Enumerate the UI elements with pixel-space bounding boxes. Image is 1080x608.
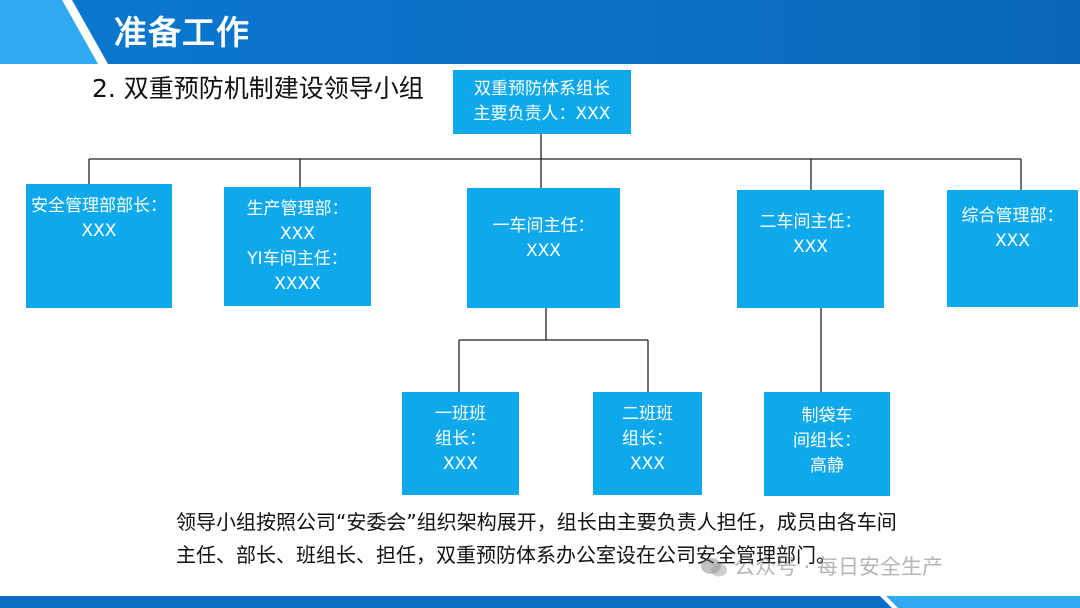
org-node-team-2-line-2: 组长： — [622, 429, 673, 449]
org-node-team-2-line-1: 二班班 — [622, 404, 673, 424]
description-line-1: 领导小组按照公司“安委会”组织架构展开，组长由主要负责人担任，成员由各车间 — [176, 510, 897, 534]
org-node-general-dept-line-1: 综合管理部： — [961, 206, 1064, 226]
org-node-bag-workshop-team-line-2: 间组长： — [793, 431, 861, 451]
org-node-workshop-2-line-2: XXX — [793, 237, 828, 257]
org-node-bag-workshop-team: 制袋车 间组长： 高静 — [764, 392, 890, 496]
org-node-workshop-2-line-1: 二车间主任： — [759, 212, 862, 232]
org-node-workshop-1: 一车间主任： XXX — [467, 188, 620, 308]
org-node-general-dept: 综合管理部： XXX — [947, 190, 1078, 307]
org-node-production-dept-line-2: XXX — [280, 224, 315, 244]
org-node-team-2: 二班班 组长： XXX — [593, 392, 702, 495]
description-line-2: 主任、部长、班组长、担任，双重预防体系办公室设在公司安全管理部门。 — [176, 543, 836, 567]
org-node-leader-line-1: 双重预防体系组长 — [474, 79, 610, 99]
org-node-safety-dept-line-2: XXX — [81, 221, 117, 241]
org-node-safety-dept-line-1: 安全管理部部长： — [31, 196, 167, 216]
org-node-workshop-2: 二车间主任： XXX — [737, 190, 884, 308]
org-node-team-1-line-1: 一班班 — [435, 404, 486, 424]
org-node-team-1: 一班班 组长： XXX — [402, 392, 519, 495]
watermark-text: 公众号 · 每日安全生产 — [734, 555, 944, 579]
org-node-workshop-1-line-1: 一车间主任： — [492, 216, 595, 236]
org-node-safety-dept: 安全管理部部长： XXX — [26, 184, 172, 308]
description-paragraph: 领导小组按照公司“安委会”组织架构展开，组长由主要负责人担任，成员由各车间 主任… — [176, 506, 1076, 572]
org-node-leader-line-2: 主要负责人：XXX — [473, 104, 611, 124]
org-node-team-2-line-3: XXX — [630, 454, 665, 474]
org-node-production-dept-line-1: 生产管理部： — [246, 199, 349, 219]
org-node-workshop-1-line-2: XXX — [526, 241, 561, 261]
wechat-icon — [701, 558, 727, 577]
section-subtitle: 2. 双重预防机制建设领导小组 — [92, 74, 424, 103]
watermark: 公众号 · 每日安全生产 — [700, 550, 943, 584]
footer-band — [0, 596, 1080, 608]
org-node-production-dept-line-3: YI车间主任： — [247, 249, 348, 269]
header-banner — [0, 0, 1080, 64]
org-node-general-dept-line-2: XXX — [995, 231, 1030, 251]
org-node-bag-workshop-team-line-1: 制袋车 — [801, 406, 853, 426]
org-node-team-1-line-2: 组长： — [435, 429, 486, 449]
org-node-leader: 双重预防体系组长 主要负责人：XXX — [453, 70, 631, 134]
org-node-bag-workshop-team-line-3: 高静 — [810, 456, 844, 476]
page-title: 准备工作 — [114, 13, 250, 52]
org-node-production-dept: 生产管理部： XXX YI车间主任： XXXX — [224, 187, 371, 306]
org-node-production-dept-line-4: XXXX — [274, 274, 321, 294]
org-node-team-1-line-3: XXX — [443, 454, 478, 474]
